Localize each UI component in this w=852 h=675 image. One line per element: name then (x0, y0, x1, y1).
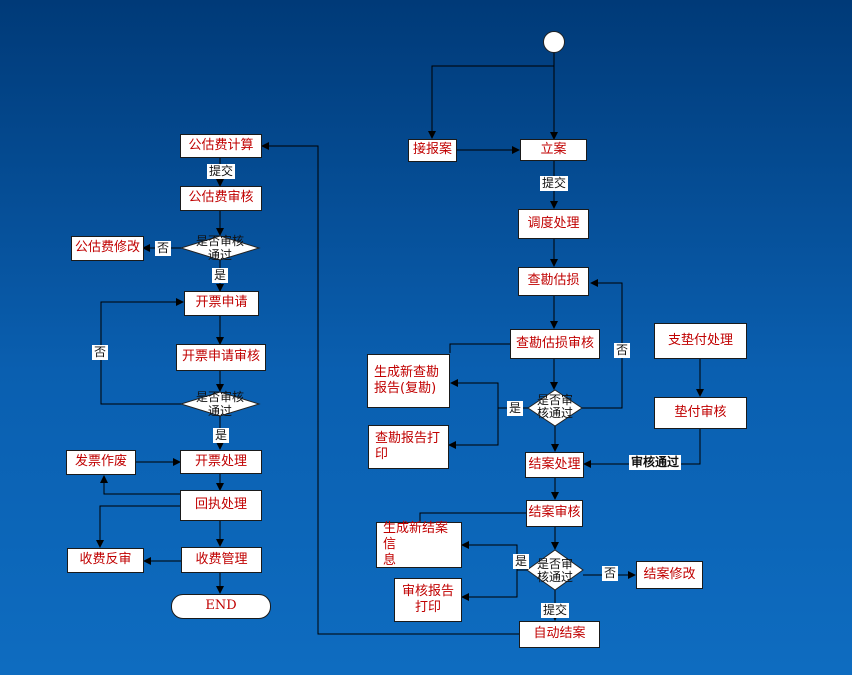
edge-label-audit-pass: 审核通过 (629, 455, 682, 470)
node-advance-process: 支垫付处理 (654, 323, 747, 359)
edge-label-no-1: 否 (155, 241, 172, 256)
edge-label-no-2: 否 (92, 345, 109, 360)
node-fee-reverse: 收费反审 (67, 548, 144, 573)
edge-label-yes-3: 是 (507, 401, 524, 416)
node-invoice-apply: 开票申请 (184, 291, 259, 316)
node-review-report-print: 审核报告 打印 (394, 578, 462, 622)
decision-text-4: 是否审 核通过 (536, 556, 573, 584)
edge-label-no-4: 否 (602, 566, 619, 581)
node-end: END (171, 594, 271, 619)
node-survey: 查勘估损 (518, 267, 589, 296)
edge-label-submit-3: 提交 (541, 603, 570, 618)
node-print-survey-report: 查勘报告打 印 (368, 425, 449, 469)
node-settle-review: 结案审核 (526, 500, 583, 527)
node-settle-process: 结案处理 (525, 452, 584, 478)
node-fee-manage: 收费管理 (181, 547, 262, 573)
edge-label-submit-2: 提交 (540, 176, 569, 191)
node-settle-modify: 结案修改 (636, 561, 703, 589)
node-report-receive: 接报案 (408, 139, 457, 162)
node-gonggufei-modify: 公估费修改 (71, 236, 144, 261)
node-invoice-void: 发票作废 (66, 450, 136, 475)
decision-text-1: 是否审核 通过 (195, 234, 244, 262)
edge-label-yes-4: 是 (513, 554, 530, 569)
node-survey-review: 查勘估损审核 (510, 329, 600, 359)
node-invoice-apply-review: 开票申请审核 (176, 344, 266, 371)
edge-label-no-3: 否 (614, 343, 631, 358)
node-gen-survey-report: 生成新查勘 报告(复勘) (367, 354, 450, 408)
edge-label-yes-2: 是 (213, 428, 230, 443)
decision-text-3: 是否审 核通过 (536, 392, 573, 420)
node-gonggufei-calc: 公估费计算 (180, 134, 262, 158)
node-receipt-process: 回执处理 (180, 490, 262, 521)
node-auto-settle: 自动结案 (519, 621, 600, 648)
node-register: 立案 (520, 139, 587, 161)
node-invoice-process: 开票处理 (180, 450, 262, 474)
edge-label-submit-1: 提交 (207, 164, 236, 179)
node-dispatch: 调度处理 (518, 209, 589, 239)
decision-text-2: 是否审核 通过 (195, 390, 244, 418)
edge-label-yes-1: 是 (212, 268, 229, 283)
start-node (543, 31, 565, 53)
node-advance-review: 垫付审核 (654, 397, 747, 429)
node-gonggufei-review: 公估费审核 (180, 186, 262, 211)
node-gen-settle-info: 生成新结案信 息 (376, 521, 462, 568)
